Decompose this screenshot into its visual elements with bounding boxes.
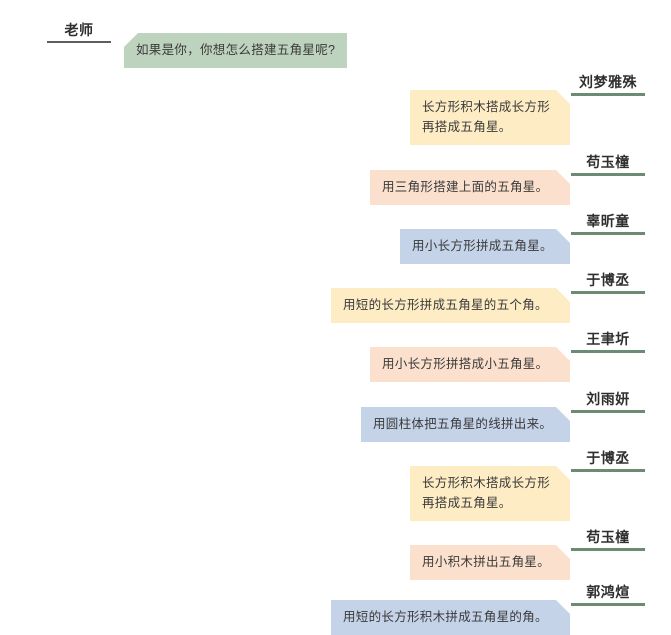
- student-message-bubble: 长方形积木搭成长方形 再搭成五角星。: [410, 466, 570, 521]
- student-name-label: 苟玉橦: [586, 154, 630, 170]
- student-message-bubble: 用短的长方形拼成五角星的五个角。: [331, 288, 570, 323]
- student-name-label: 刘梦雅殊: [579, 74, 637, 90]
- teacher-name-label: 老师: [64, 22, 94, 38]
- student-name-label: 王聿圻: [586, 331, 630, 347]
- student-name-tag: 刘梦雅殊: [571, 74, 645, 96]
- student-name-tag: 苟玉橦: [571, 154, 645, 176]
- student-name-underline: [571, 291, 645, 294]
- student-name-label: 刘雨妍: [586, 391, 630, 407]
- student-name-underline: [571, 603, 645, 606]
- student-name-underline: [571, 410, 645, 413]
- student-name-underline: [571, 469, 645, 472]
- student-name-tag: 王聿圻: [571, 331, 645, 353]
- teacher-name-tag: 老师: [47, 22, 111, 43]
- student-message-bubble: 长方形积木搭成长方形 再搭成五角星。: [410, 90, 570, 145]
- student-message-bubble: 用三角形搭建上面的五角星。: [370, 170, 570, 205]
- student-name-tag: 辜昕童: [571, 213, 645, 235]
- student-name-label: 于博丞: [586, 450, 630, 466]
- student-name-underline: [571, 350, 645, 353]
- student-message-bubble: 用小长方形拼成五角星。: [400, 229, 570, 264]
- student-name-tag: 于博丞: [571, 450, 645, 472]
- student-name-tag: 于博丞: [571, 272, 645, 294]
- student-name-label: 于博丞: [586, 272, 630, 288]
- student-name-label: 郭鸿煊: [586, 584, 630, 600]
- student-name-tag: 刘雨妍: [571, 391, 645, 413]
- student-name-tag: 郭鸿煊: [571, 584, 645, 606]
- teacher-message-bubble: 如果是你，你想怎么搭建五角星呢?: [124, 33, 348, 68]
- student-name-underline: [571, 93, 645, 96]
- student-message-bubble: 用小长方形拼搭成小五角星。: [370, 347, 570, 382]
- student-message-bubble: 用圆柱体把五角星的线拼出来。: [361, 407, 570, 442]
- student-name-underline: [571, 232, 645, 235]
- student-message-bubble: 用小积木拼出五角星。: [410, 545, 570, 580]
- student-name-label: 苟玉橦: [586, 529, 630, 545]
- student-name-tag: 苟玉橦: [571, 529, 645, 551]
- student-message-bubble: 用短的长方形积木拼成五角星的角。: [331, 600, 570, 635]
- student-name-label: 辜昕童: [586, 213, 630, 229]
- student-name-underline: [571, 548, 645, 551]
- student-name-underline: [571, 173, 645, 176]
- teacher-name-underline: [47, 41, 111, 43]
